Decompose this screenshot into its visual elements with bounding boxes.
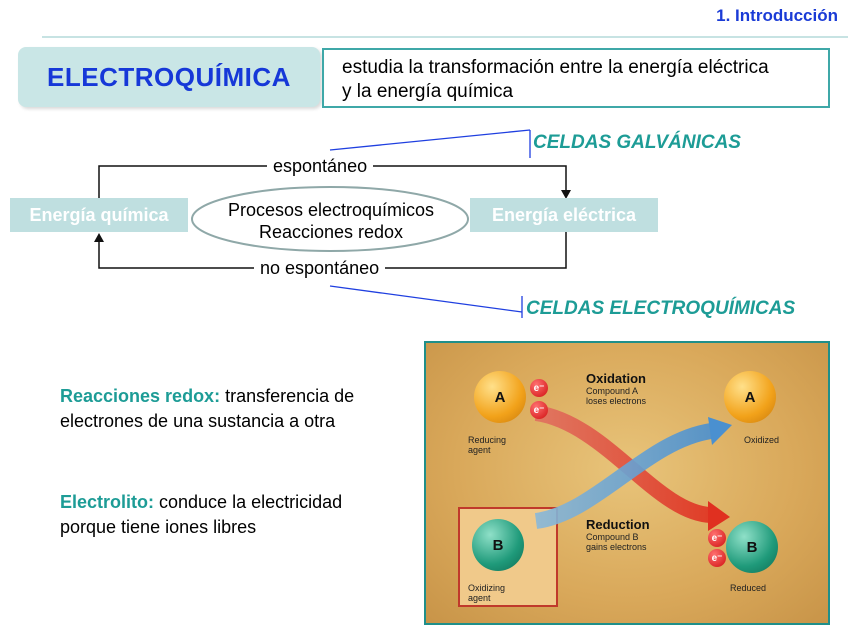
electrical-energy-label: Energía eléctrica bbox=[492, 205, 636, 226]
reduced-b-label: B bbox=[747, 539, 758, 556]
galvanic-pointer-line bbox=[330, 130, 530, 150]
blue-arrowhead bbox=[708, 417, 732, 445]
chemical-energy-node: Energía química bbox=[10, 198, 188, 232]
electrolyte-text-1: conduce la electricidad bbox=[154, 492, 342, 512]
electrolyte-term: Electrolito: bbox=[60, 492, 154, 512]
reducing-agent-label: Reducing agent bbox=[468, 435, 506, 455]
diagram-connectors bbox=[0, 0, 848, 340]
process-line-2: Reacciones redox bbox=[200, 221, 462, 243]
non-spontaneous-arrowhead bbox=[94, 233, 104, 242]
electrolyte-text-2: porque tiene iones libres bbox=[60, 517, 256, 537]
electron-icon: e⁻ bbox=[530, 379, 548, 397]
electron-icon: e⁻ bbox=[708, 549, 726, 567]
electrochemical-pointer-line bbox=[330, 286, 522, 312]
redox-figure: A e⁻ e⁻ Reducing agent Oxidation Compoun… bbox=[424, 341, 830, 625]
reduction-title: Reduction bbox=[586, 517, 650, 532]
electrolyte-note: Electrolito: conduce la electricidad por… bbox=[60, 490, 420, 540]
process-line-1: Procesos electroquímicos bbox=[200, 199, 462, 221]
spontaneous-label: espontáneo bbox=[267, 156, 373, 177]
compound-a-label: A bbox=[495, 389, 506, 406]
reduced-label: Reduced bbox=[730, 583, 766, 593]
process-text: Procesos electroquímicos Reacciones redo… bbox=[200, 199, 462, 243]
redox-text-2: electrones de una sustancia a otra bbox=[60, 411, 335, 431]
redox-term: Reacciones redox: bbox=[60, 386, 220, 406]
compound-b-ball: B bbox=[472, 519, 524, 571]
non-spontaneous-label: no espontáneo bbox=[254, 258, 385, 279]
red-arrowhead bbox=[708, 501, 730, 531]
oxidized-a-label: A bbox=[745, 389, 756, 406]
electron-icon: e⁻ bbox=[530, 401, 548, 419]
electrochemical-cells-label: CELDAS ELECTROQUÍMICAS bbox=[526, 298, 795, 320]
reduction-caption: Reduction Compound B gains electrons bbox=[586, 517, 650, 552]
reducing-line-1: Reducing bbox=[468, 435, 506, 445]
oxidizing-line-2: agent bbox=[468, 593, 505, 603]
compound-a-ball: A bbox=[474, 371, 526, 423]
oxidized-label: Oxidized bbox=[744, 435, 779, 445]
oxidation-line-1: Compound A bbox=[586, 386, 646, 396]
redox-note: Reacciones redox: transferencia de elect… bbox=[60, 384, 420, 434]
oxidizing-agent-label: Oxidizing agent bbox=[468, 583, 505, 603]
oxidized-a-ball: A bbox=[724, 371, 776, 423]
chemical-energy-label: Energía química bbox=[29, 205, 168, 226]
reduction-line-2: gains electrons bbox=[586, 542, 650, 552]
oxidizing-line-1: Oxidizing bbox=[468, 583, 505, 593]
red-transfer-arrow bbox=[536, 413, 711, 515]
oxidation-title: Oxidation bbox=[586, 371, 646, 386]
galvanic-cells-label: CELDAS GALVÁNICAS bbox=[533, 132, 741, 154]
electron-icon: e⁻ bbox=[708, 529, 726, 547]
reduction-line-1: Compound B bbox=[586, 532, 650, 542]
compound-b-label: B bbox=[493, 537, 504, 554]
electrical-energy-node: Energía eléctrica bbox=[470, 198, 658, 232]
oxidation-line-2: loses electrons bbox=[586, 396, 646, 406]
oxidation-caption: Oxidation Compound A loses electrons bbox=[586, 371, 646, 406]
redox-text-1: transferencia de bbox=[220, 386, 354, 406]
reduced-b-ball: B bbox=[726, 521, 778, 573]
reducing-line-2: agent bbox=[468, 445, 506, 455]
